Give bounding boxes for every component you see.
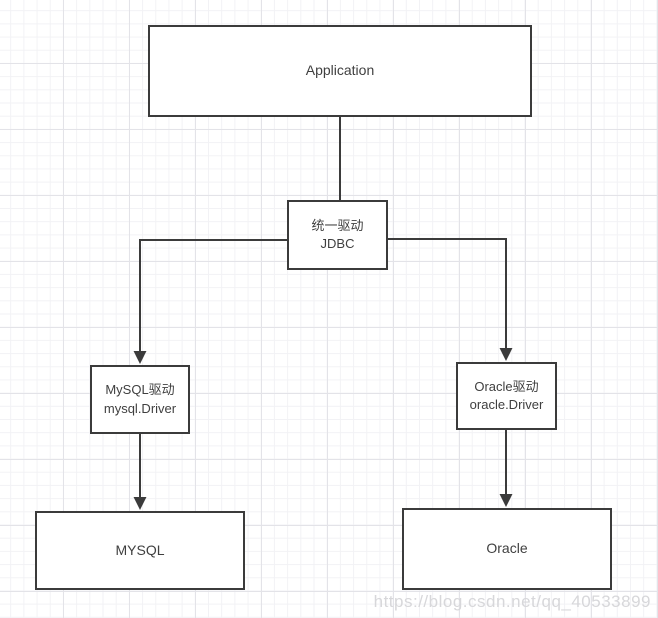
node-jdbc-label-line2: JDBC [320, 236, 355, 251]
node-oracle-driver: Oracle驱动 oracle.Driver [456, 362, 557, 430]
connector-jdbc-to-oracle-driver [388, 238, 513, 361]
node-mysql-db: MYSQL [35, 511, 245, 590]
node-jdbc-label-line1: 统一驱动 [311, 217, 364, 233]
node-oracle-driver-label-line2: oracle.Driver [469, 397, 544, 412]
node-mysql-driver-label-line1: MySQL驱动 [105, 382, 175, 398]
csdn-watermark: https://blog.csdn.net/qq_40533899 [373, 592, 651, 611]
node-application: Application [148, 25, 532, 117]
node-mysql-driver-label-line2: mysql.Driver [103, 400, 177, 416]
node-application-label: Application [305, 62, 375, 79]
node-jdbc: 统一驱动 JDBC [287, 200, 388, 270]
node-oracle-driver-label-line1: Oracle驱动 [474, 378, 539, 394]
node-mysql-driver: MySQL驱动 mysql.Driver [90, 365, 190, 434]
node-mysql-db-label: MYSQL [115, 541, 165, 558]
node-oracle-db-label: Oracle [486, 540, 528, 557]
connector-jdbc-to-mysql-driver [133, 239, 287, 364]
node-oracle-db: Oracle [402, 508, 612, 590]
